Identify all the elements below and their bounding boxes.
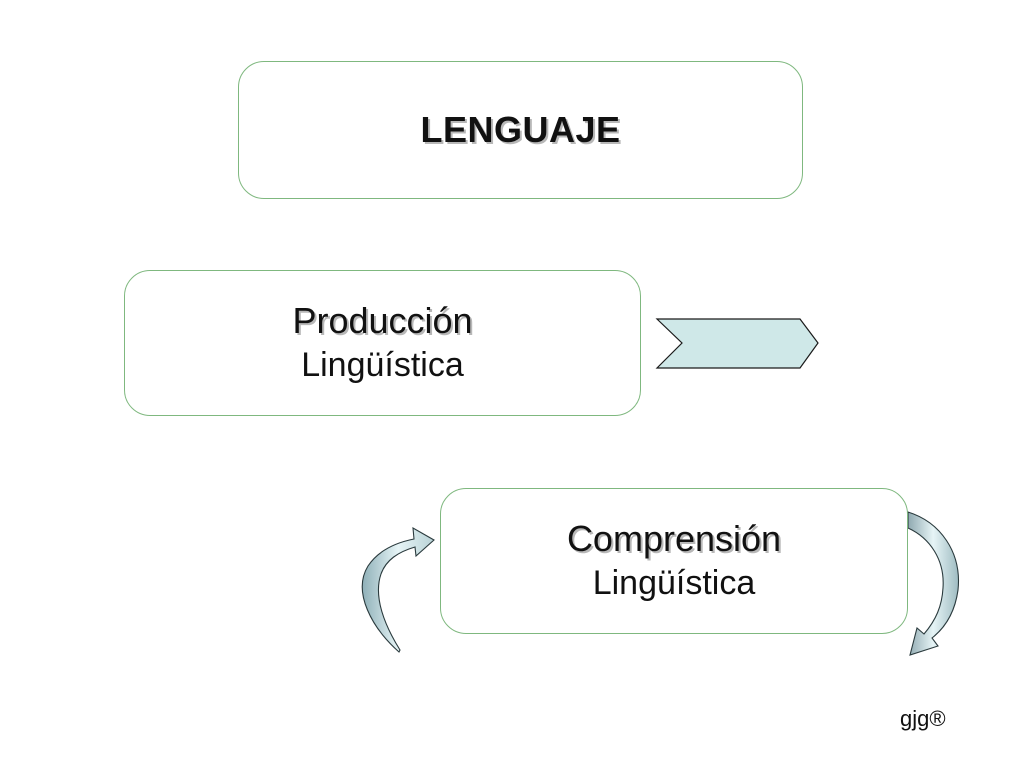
comprension-box: Comprensión Lingüística — [440, 488, 908, 634]
lenguaje-box: LENGUAJE — [238, 61, 803, 199]
curved-arrow-right-icon — [907, 511, 960, 656]
author-credit: gjg® — [900, 706, 946, 731]
produccion-box: Producción Lingüística — [124, 270, 641, 416]
chevron-arrow-icon — [655, 318, 819, 369]
lenguaje-title: LENGUAJE — [420, 109, 621, 150]
produccion-label: Producción — [292, 300, 473, 341]
produccion-sublabel: Lingüística — [301, 346, 464, 384]
comprension-sublabel: Lingüística — [592, 564, 756, 602]
curved-arrow-left-icon — [361, 526, 435, 653]
comprension-label: Comprensión — [566, 518, 782, 559]
